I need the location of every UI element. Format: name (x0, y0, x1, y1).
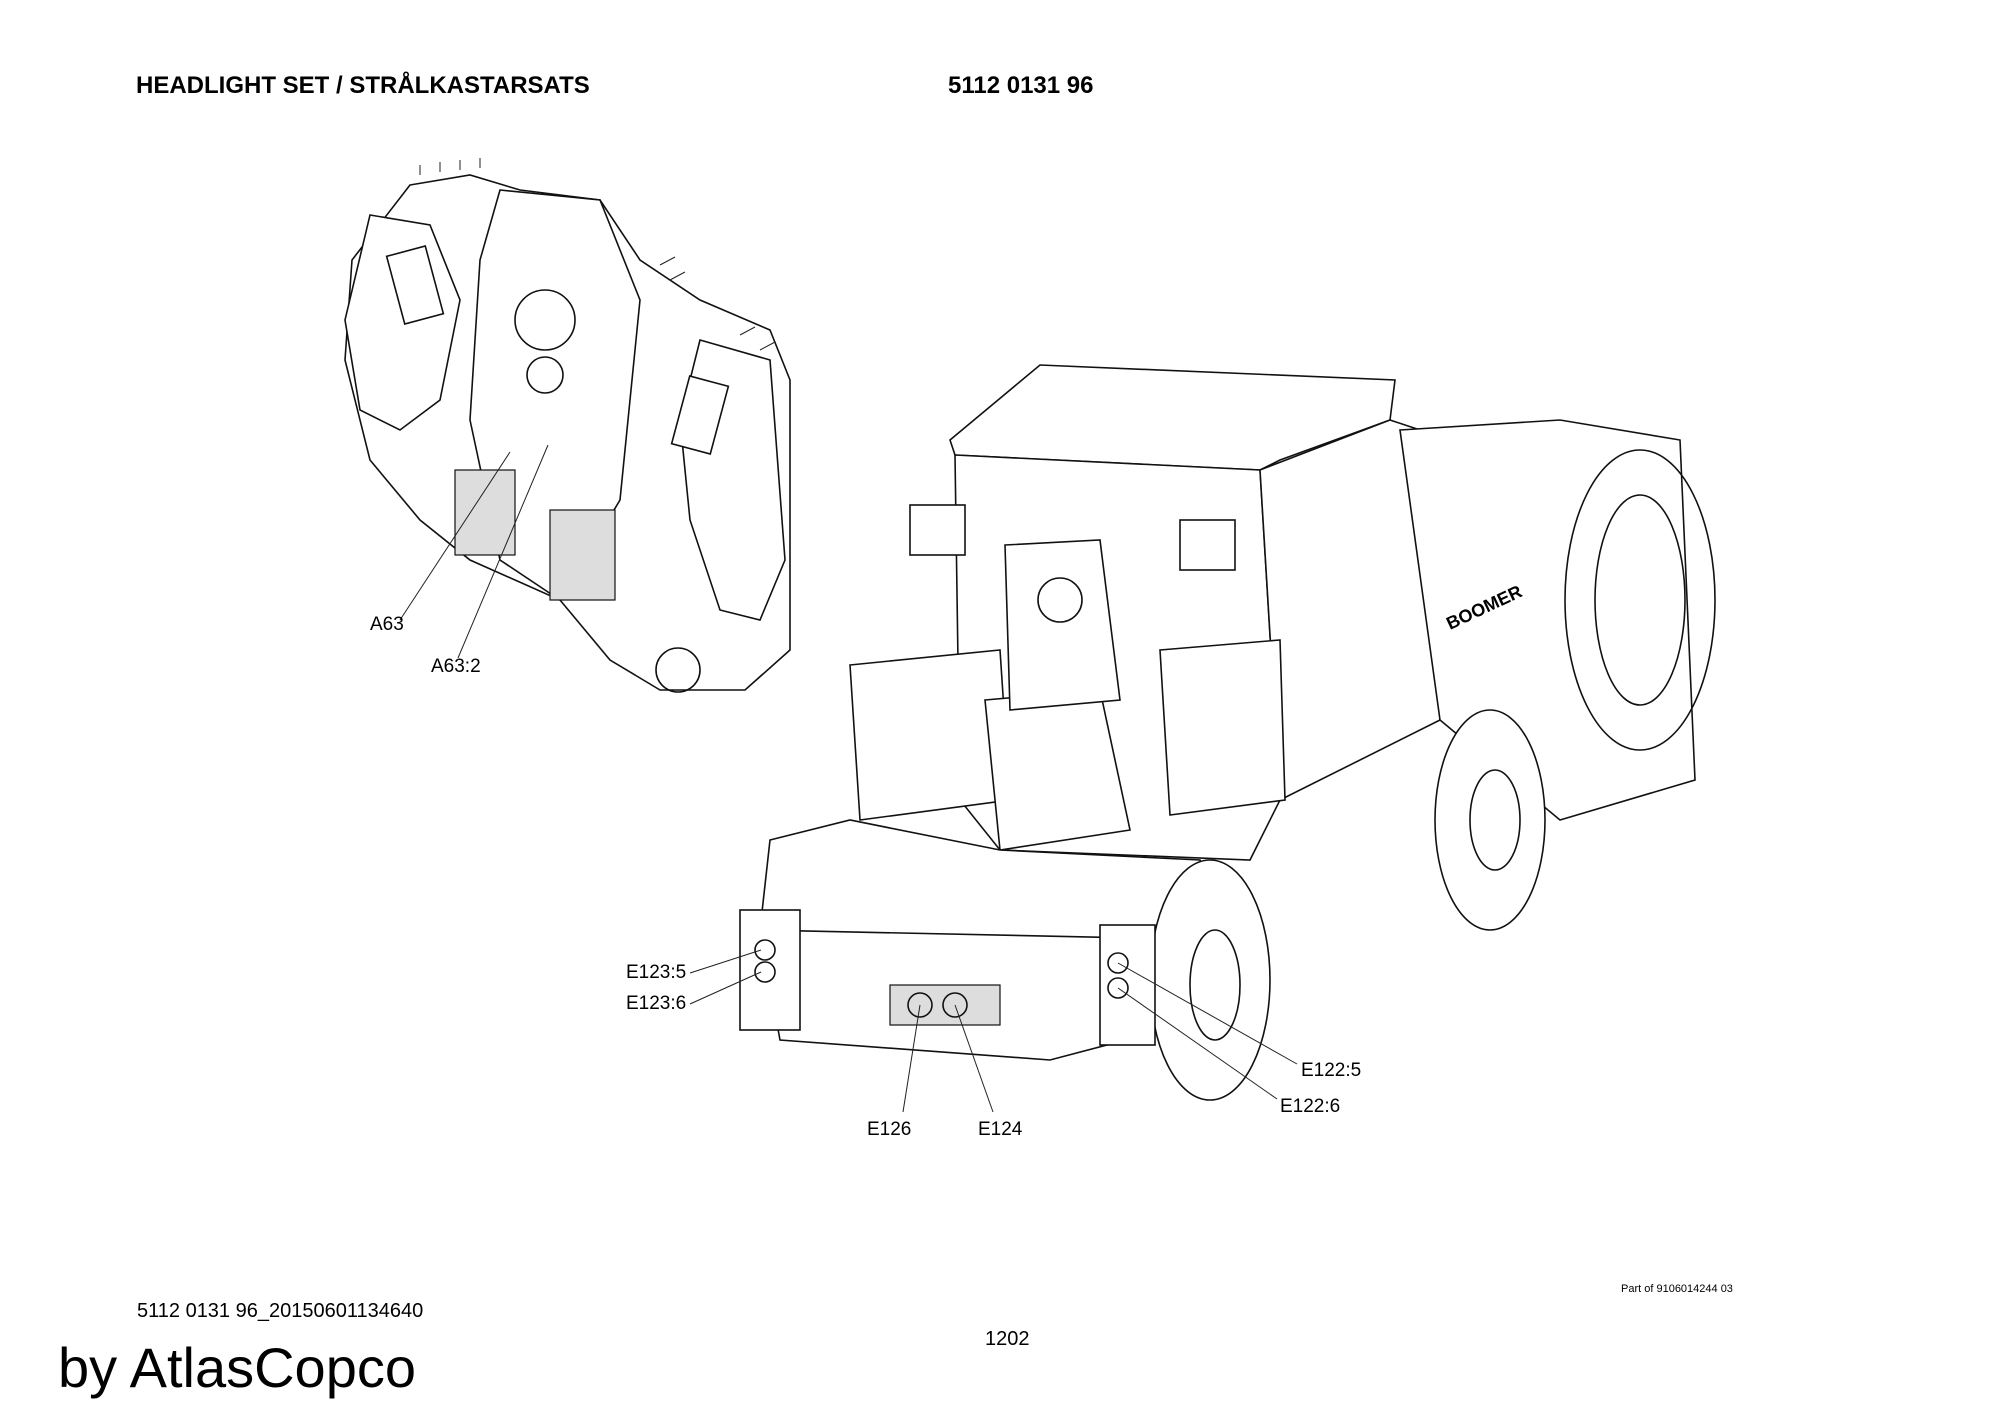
callout-e122-5: E122:5 (1301, 1060, 1362, 1081)
callout-e123-5: E123:5 (626, 962, 687, 983)
page-title: HEADLIGHT SET / STRÅLKASTARSATS (136, 72, 590, 99)
callout-e124: E124 (978, 1119, 1023, 1140)
callout-e126: E126 (867, 1119, 912, 1140)
leader-lines (399, 444, 1298, 1113)
document-id: 5112 0131 96_20150601134640 (137, 1300, 424, 1322)
boom-carrier-drawing (344, 158, 791, 693)
page-number: 1202 (985, 1328, 1030, 1350)
callout-a63: A63 (370, 614, 404, 635)
watermark: by AtlasCopco (58, 1336, 416, 1399)
part-number: 5112 0131 96 (948, 72, 1094, 99)
vehicle-drawing: BOOMER (739, 364, 1716, 1101)
callout-a63-2: A63:2 (431, 656, 481, 677)
callout-e122-6: E122:6 (1280, 1096, 1341, 1117)
callout-e123-6: E123:6 (626, 993, 687, 1014)
part-of-reference: Part of 9106014244 03 (1621, 1283, 1733, 1295)
